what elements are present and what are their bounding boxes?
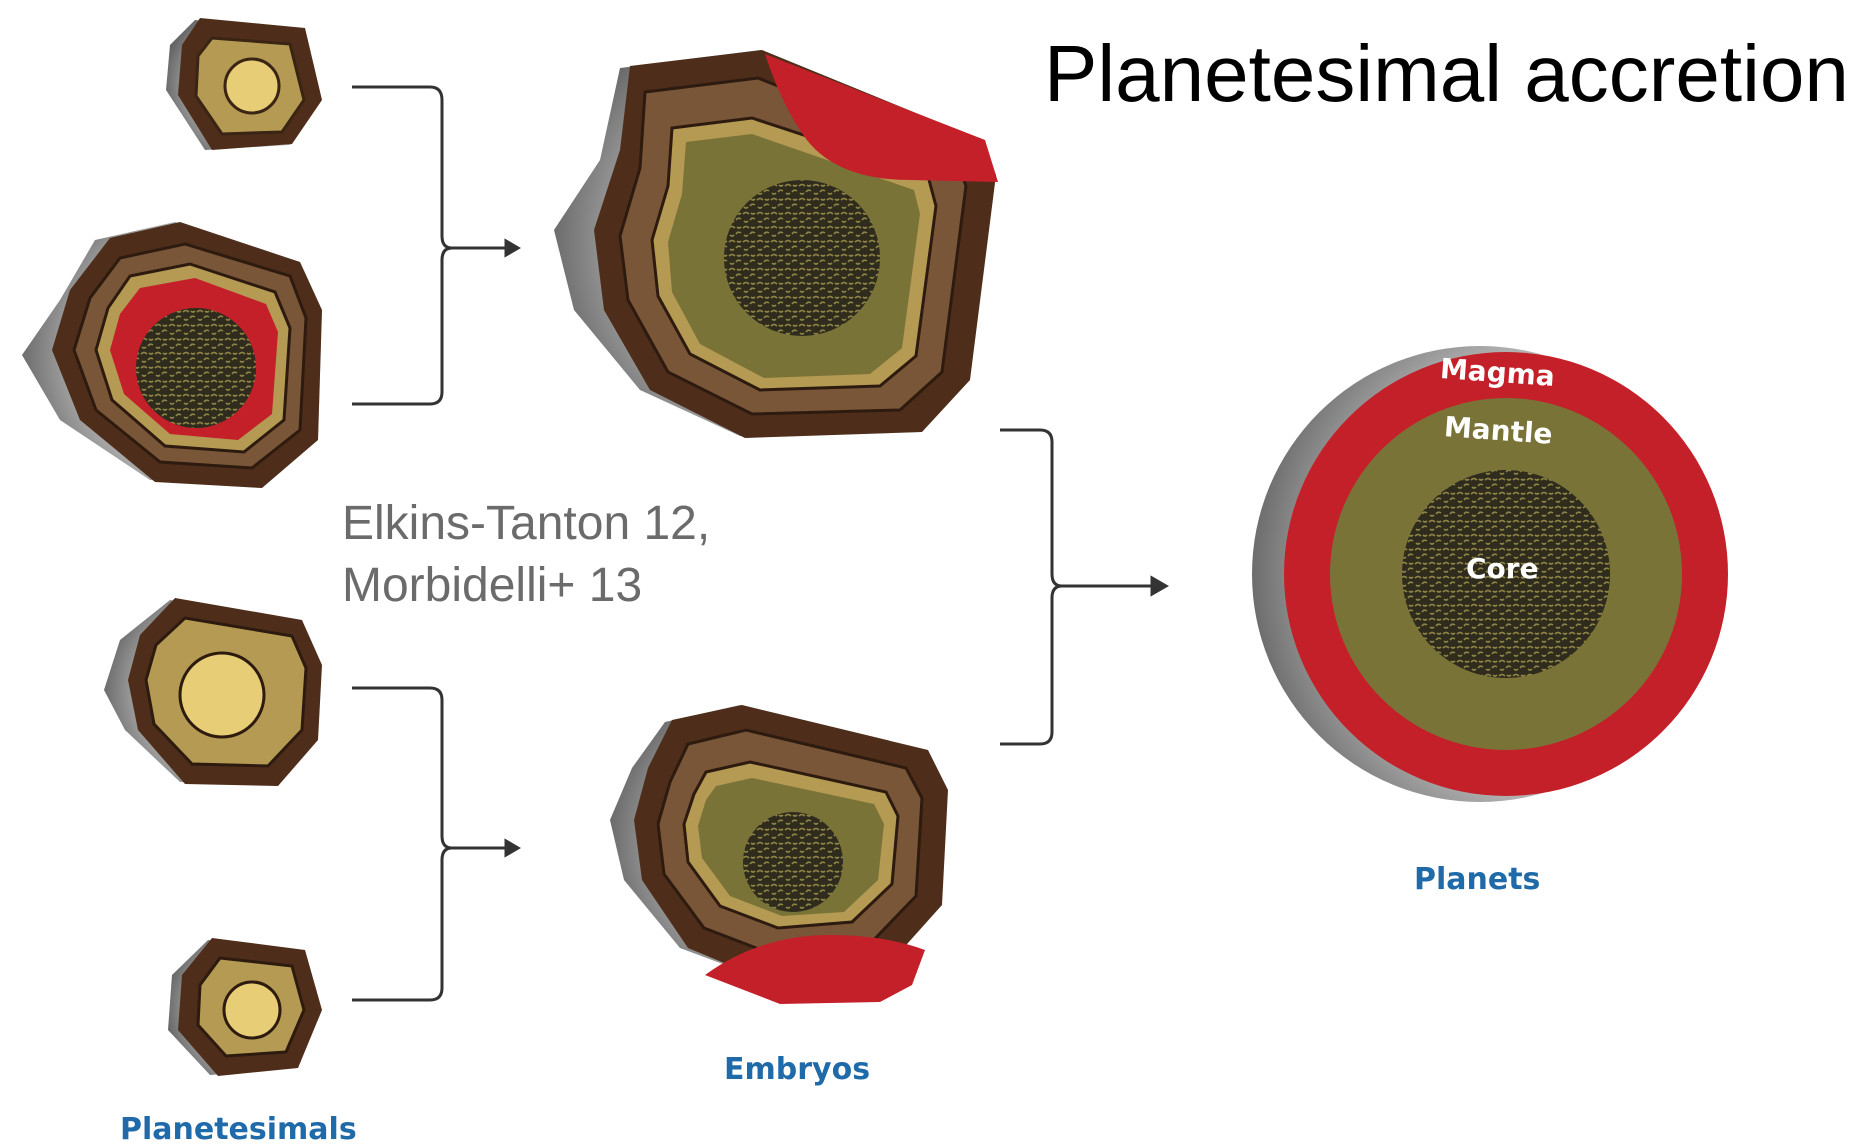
citation-line-2: Morbidelli+ 13 — [342, 555, 710, 617]
planetesimal-1-undiff-inner — [225, 59, 279, 113]
planetesimal-4-undiff-inner — [224, 982, 280, 1038]
embryo-1 — [554, 50, 998, 438]
bracket-embryos — [1000, 430, 1166, 744]
embryos-caption: Embryos — [724, 1052, 870, 1087]
planetesimals-caption: Planetesimals — [120, 1112, 357, 1147]
planetesimal-1 — [166, 18, 322, 150]
bracket-top — [352, 87, 518, 404]
planets-caption: Planets — [1414, 862, 1540, 897]
embryo-2 — [610, 705, 948, 1004]
planetesimal-4 — [168, 938, 322, 1076]
embryo-2-core — [743, 812, 843, 912]
slide-title: Planetesimal accretion — [1044, 28, 1849, 120]
citation: Elkins-Tanton 12, Morbidelli+ 13 — [342, 493, 710, 617]
planetesimal-2-core — [136, 308, 256, 428]
citation-line-1: Elkins-Tanton 12, — [342, 493, 710, 555]
planetesimal-3 — [104, 598, 322, 786]
planetesimal-3-undiff-inner — [180, 653, 264, 737]
embryo-1-core — [724, 180, 880, 336]
core-layer-label: Core — [1466, 552, 1539, 585]
planetesimal-2 — [22, 222, 322, 488]
bracket-bottom — [352, 688, 518, 1000]
